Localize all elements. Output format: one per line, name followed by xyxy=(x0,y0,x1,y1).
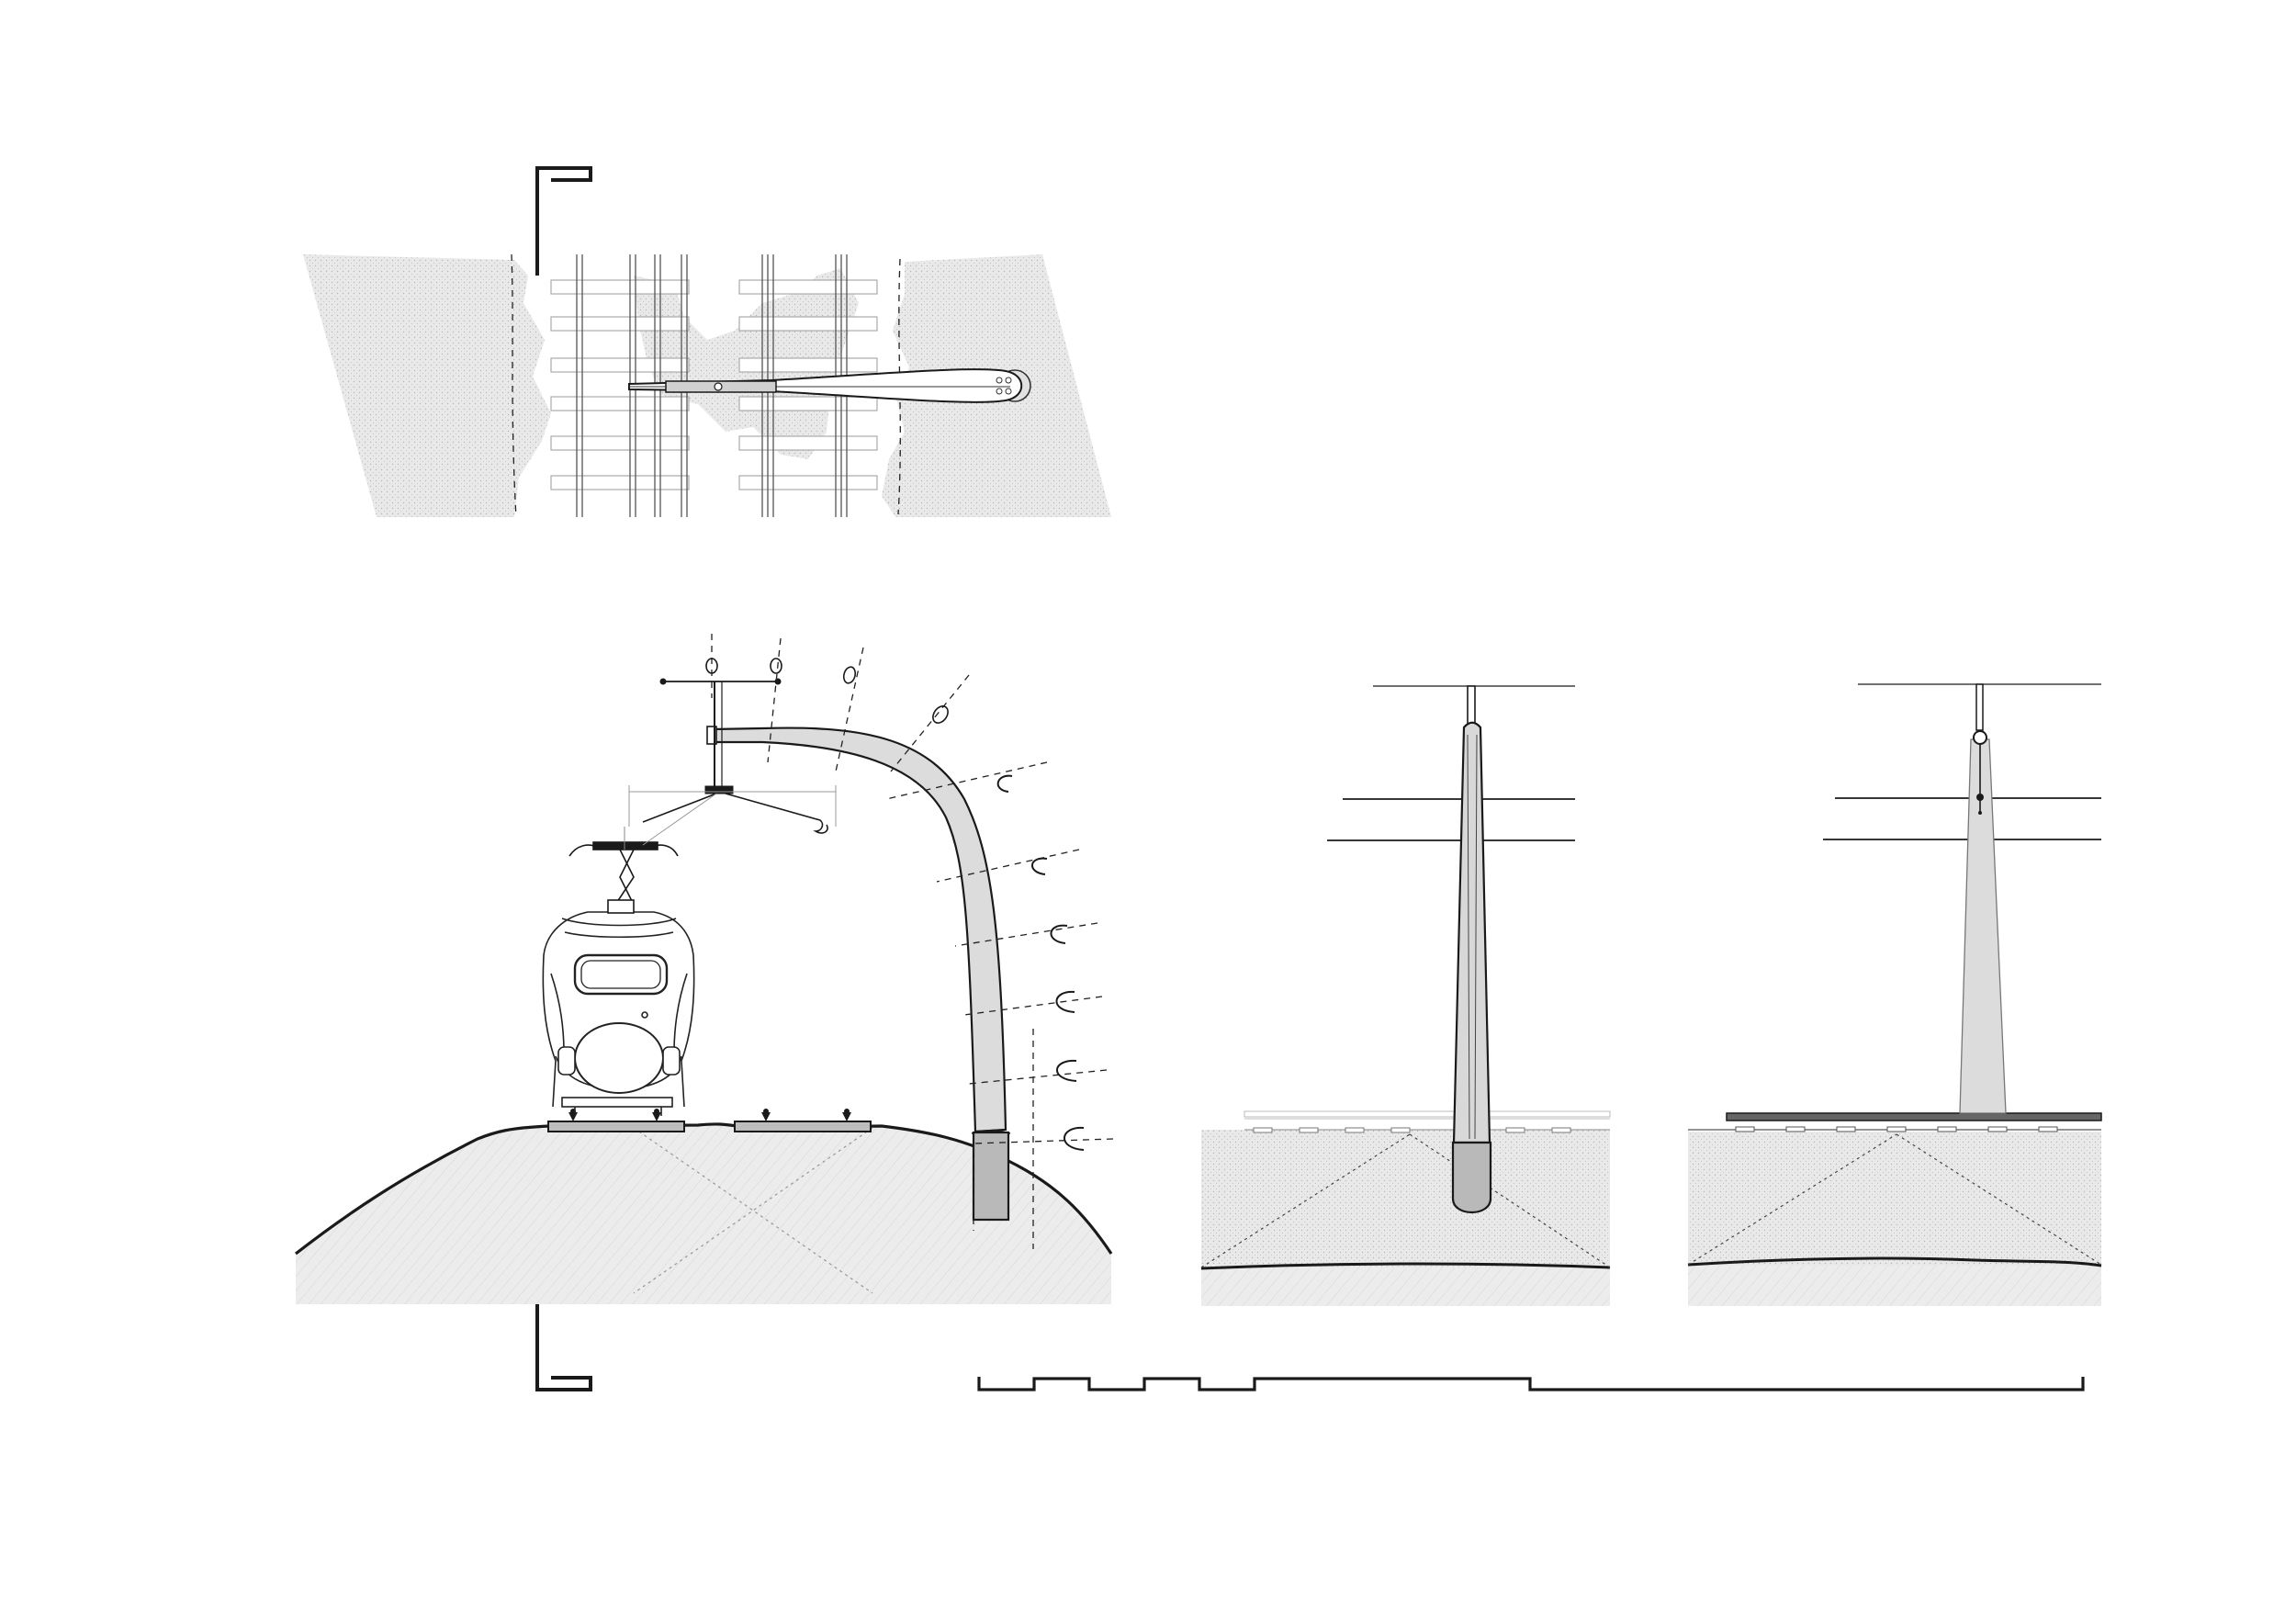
plan-ground-area xyxy=(303,254,551,517)
curved-mast xyxy=(706,726,1034,1249)
side-elevation-view xyxy=(1687,683,2102,1306)
plan-view xyxy=(303,253,1111,518)
side-wires xyxy=(1823,683,2101,840)
catenary-assembly xyxy=(628,678,837,846)
track-bed-2 xyxy=(734,1109,872,1132)
section-marker-top xyxy=(535,166,592,276)
plan-mast xyxy=(628,368,1031,403)
side-mast xyxy=(1959,683,2007,1114)
track-bed-1 xyxy=(547,1109,685,1132)
embankment-outline xyxy=(295,1122,1113,1256)
section-marker-bottom xyxy=(535,1284,592,1391)
front-elevation-view xyxy=(1200,685,1611,1306)
cross-section-view xyxy=(295,634,1114,1304)
embankment xyxy=(296,1123,1111,1304)
front-wires xyxy=(1327,685,1575,841)
scale-bar xyxy=(977,1377,2085,1391)
pantograph xyxy=(568,827,679,914)
cable-positions xyxy=(705,634,1114,1151)
train-front xyxy=(542,911,695,1116)
front-mast xyxy=(1451,685,1492,1213)
